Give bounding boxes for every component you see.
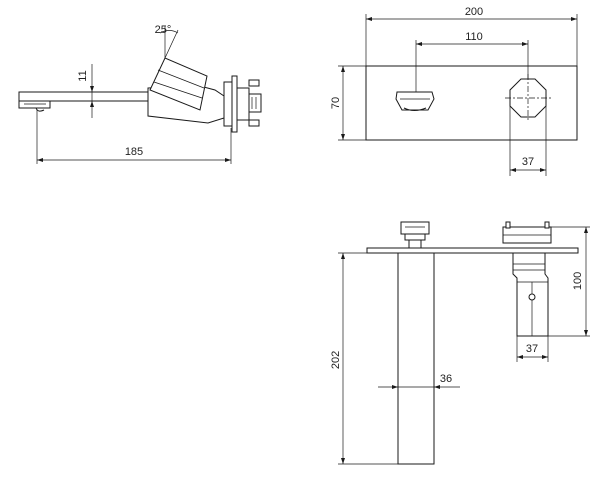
side-mount-block <box>236 87 250 121</box>
side-cartridge <box>248 93 262 113</box>
side-view: 185 11 25° <box>18 24 262 164</box>
side-handle <box>149 57 208 111</box>
side-mount-flange <box>231 75 238 133</box>
side-screw-top <box>248 79 260 87</box>
top-spout-collar <box>404 233 426 241</box>
side-wall-plate <box>223 81 233 127</box>
dim-angle-label: 25° <box>155 24 172 36</box>
top-handle-screw-left <box>505 221 511 229</box>
side-aerator-outlet <box>35 107 45 112</box>
top-spout <box>397 252 435 465</box>
front-spout-outlet <box>395 91 435 111</box>
front-view: 200 110 70 37 <box>330 6 578 176</box>
top-spout-fixture <box>400 221 430 235</box>
side-handle-line-1 <box>157 69 205 89</box>
dim-202-label: 202 <box>330 351 342 369</box>
dim-36-label: 36 <box>440 373 452 385</box>
dim-11-arrows <box>90 86 94 107</box>
top-handle-screw-right <box>544 221 550 229</box>
side-handle-line-2 <box>153 81 203 99</box>
dim-100-label: 100 <box>572 272 584 290</box>
dim-37-top-label: 37 <box>526 343 538 355</box>
dim-11-label: 11 <box>77 70 89 81</box>
side-screw-bottom <box>248 119 260 127</box>
top-view: 202 36 37 100 <box>330 221 590 465</box>
top-wall-plate <box>366 247 579 254</box>
dim-angle-arm <box>164 29 179 59</box>
dim-70-label: 70 <box>330 97 342 109</box>
top-spout-stem <box>408 239 422 249</box>
top-handle-hole <box>528 293 536 301</box>
dim-angle-arc <box>159 30 179 34</box>
dim-110-label: 110 <box>465 31 483 43</box>
dim-185-label: 185 <box>125 146 143 158</box>
side-spout <box>18 91 150 102</box>
dim-37-front-label: 37 <box>522 156 534 168</box>
dim-200-label: 200 <box>465 6 483 18</box>
front-outlet-curve <box>403 107 427 111</box>
side-spout-tip <box>18 101 51 109</box>
